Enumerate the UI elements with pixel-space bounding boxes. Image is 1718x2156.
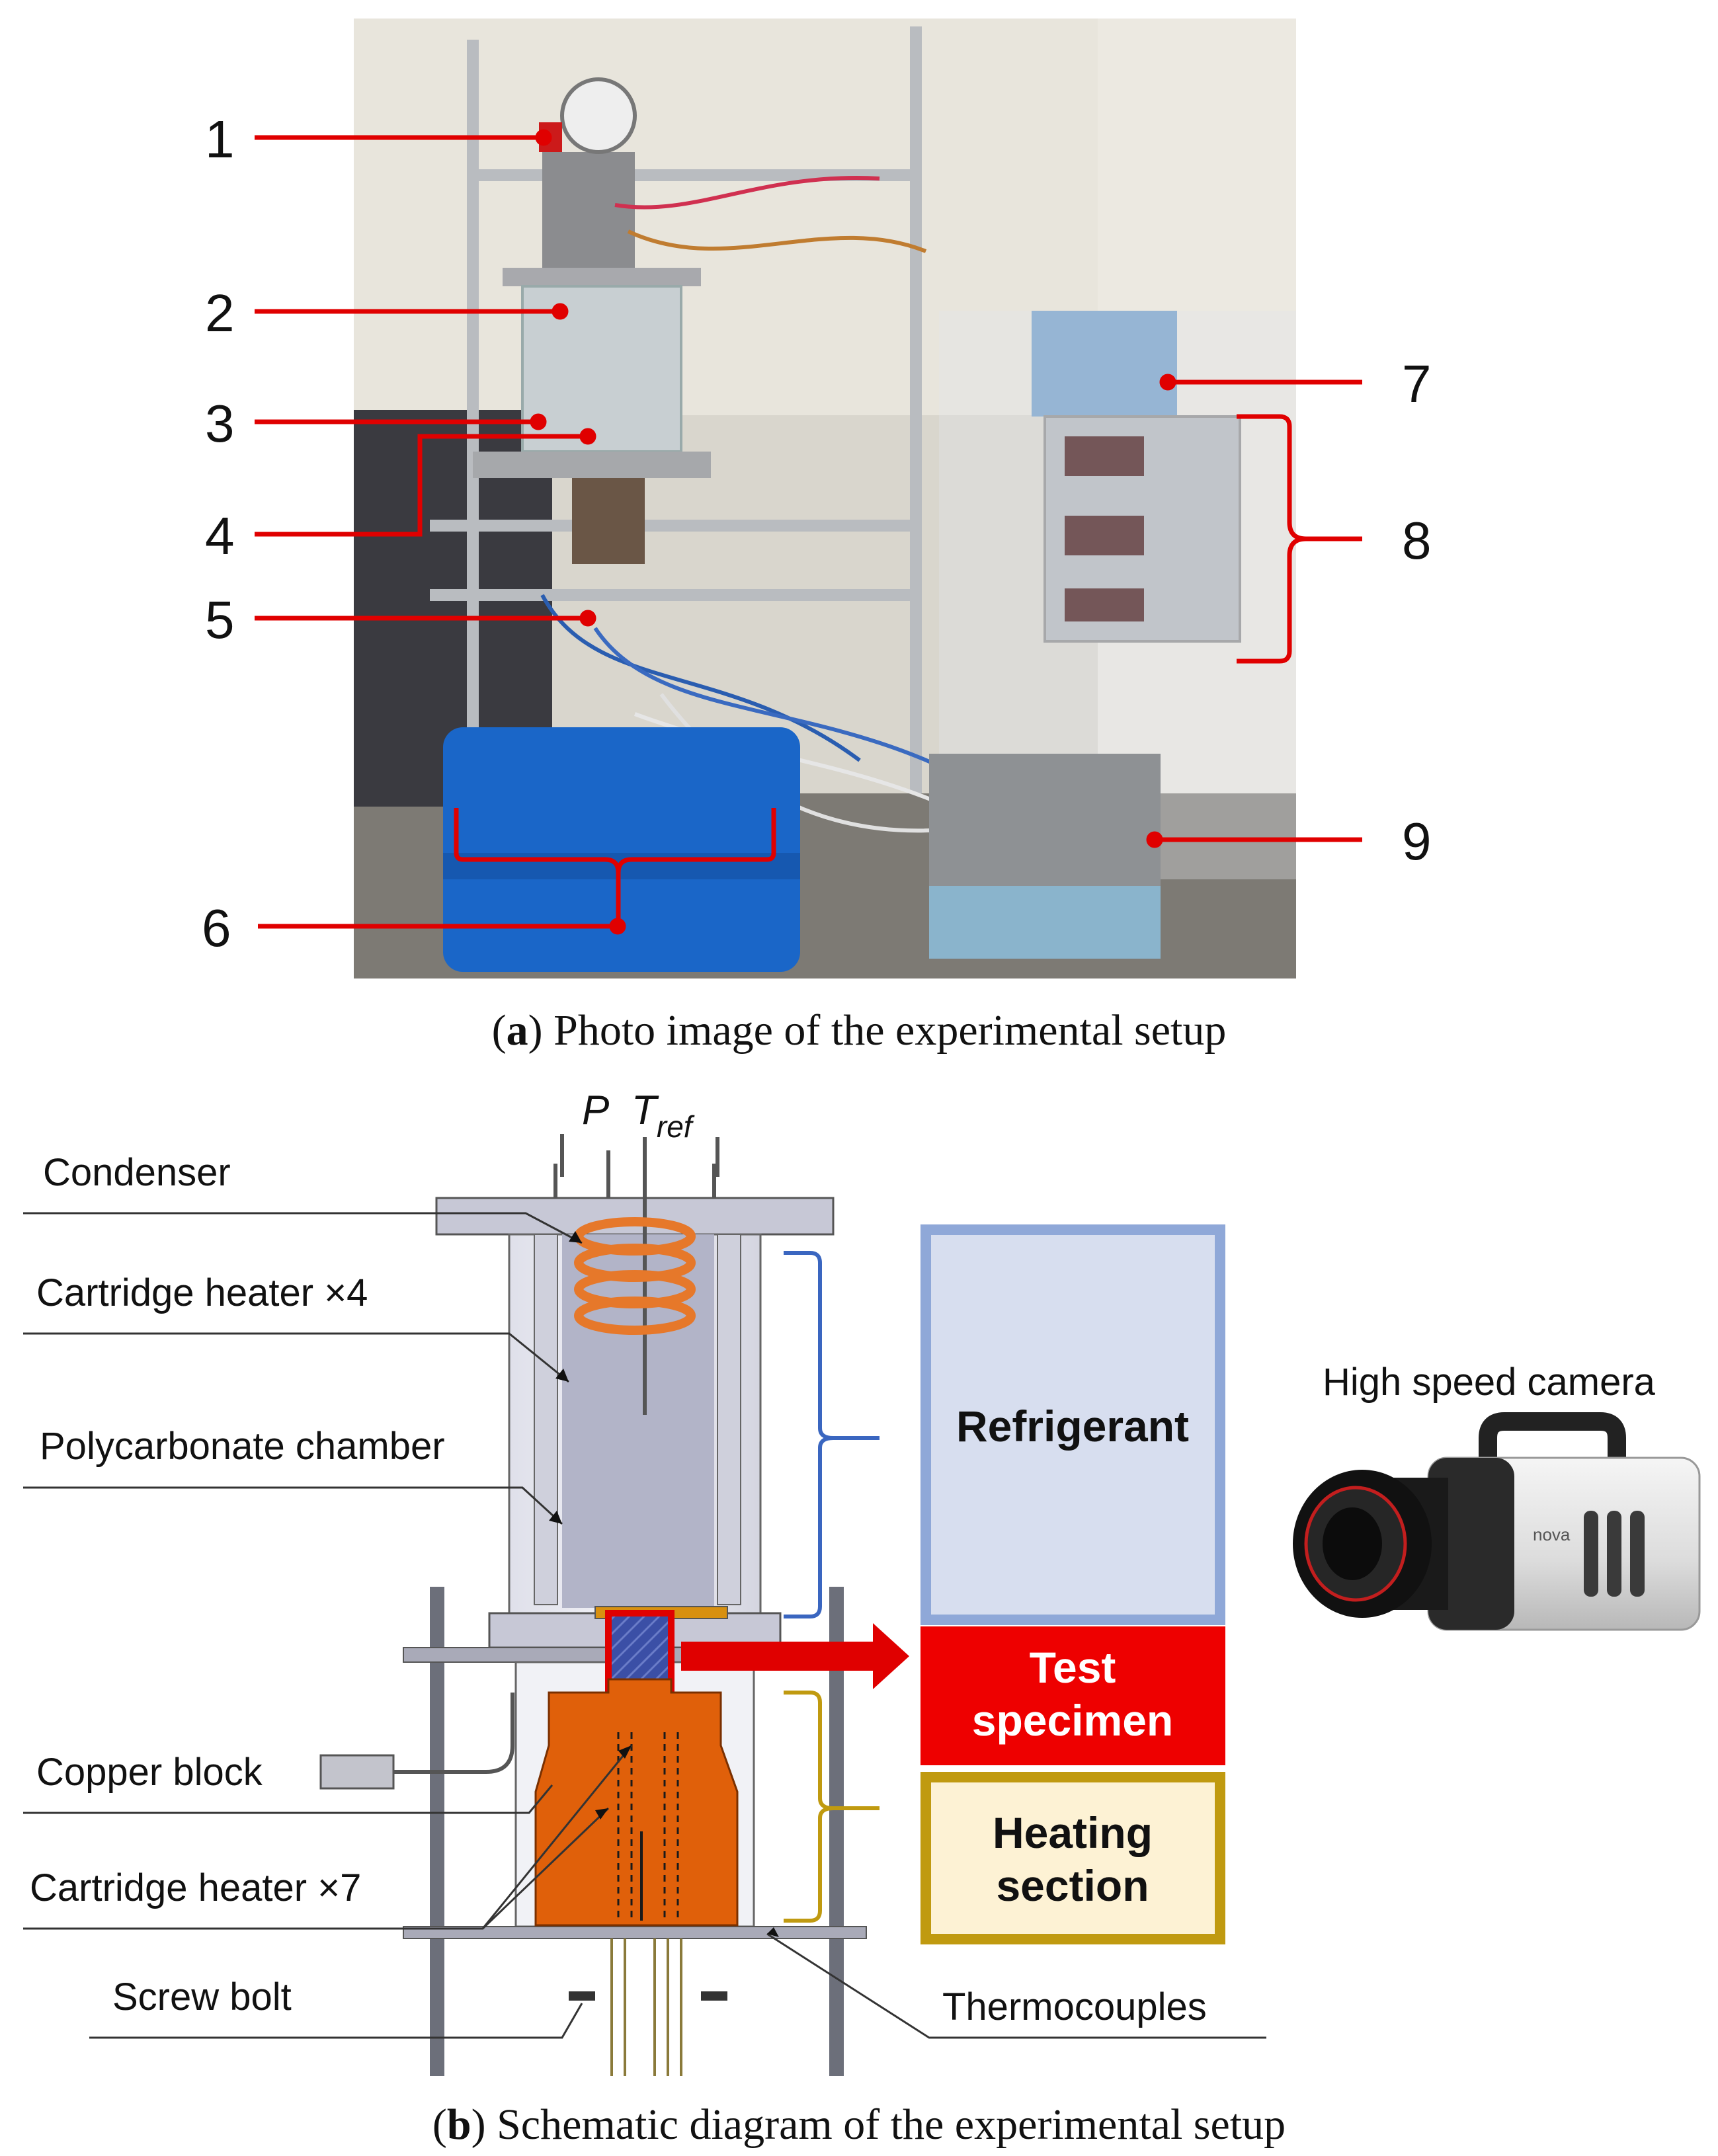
high-speed-camera: High speed camera nova	[1293, 1361, 1701, 1631]
callout-6: 6	[202, 898, 231, 957]
caption-b: (b) Schematic diagram of the experimenta…	[432, 2100, 1286, 2149]
camera-vents	[1584, 1511, 1645, 1597]
cooler-box	[443, 727, 800, 972]
label-cartridge-heater-7: Cartridge heater ×7	[30, 1866, 361, 1909]
callout-8: 8	[1402, 511, 1432, 570]
test-specimen-box	[920, 1626, 1225, 1765]
callout-2: 2	[205, 284, 235, 342]
specimen-arrow	[681, 1623, 909, 1689]
left-arrowheads	[549, 1231, 779, 1937]
callout-leaders	[255, 129, 1362, 935]
test-specimen-label-2: specimen	[972, 1696, 1173, 1745]
pipe-fitting	[319, 1754, 395, 1790]
support-rods	[430, 1587, 844, 2076]
label-condenser: Condenser	[43, 1151, 231, 1194]
heating-section-label-1: Heating	[993, 1808, 1153, 1857]
cartridge-heater-holes	[617, 1732, 679, 1921]
heating-brace	[784, 1691, 879, 1923]
panel-a-photo: 1 2 3 4 5 6 7 8 9 (a) Photo image of the…	[202, 19, 1432, 1055]
label-polycarbonate-chamber: Polycarbonate chamber	[40, 1425, 445, 1468]
heating-section-box	[920, 1772, 1225, 1944]
callout-9: 9	[1402, 812, 1432, 871]
callout-7: 7	[1402, 354, 1432, 413]
callout-1: 1	[205, 110, 235, 169]
condenser-coil	[574, 1217, 696, 1335]
pressure-symbol: P	[582, 1088, 609, 1133]
callout-3: 3	[205, 394, 235, 453]
temperature-symbol: Tref	[632, 1088, 695, 1144]
copper-block-drawing	[534, 1678, 739, 1927]
label-thermocouples: Thermocouples	[942, 1985, 1207, 2028]
label-screw-bolt: Screw bolt	[112, 1976, 292, 2018]
label-cartridge-heater-4: Cartridge heater ×4	[36, 1271, 368, 1314]
refrigerant-brace	[784, 1251, 879, 1618]
caption-a: (a) Photo image of the experimental setu…	[492, 1006, 1227, 1055]
camera-brand: nova	[1533, 1525, 1571, 1544]
refrigerant-box	[920, 1224, 1225, 1625]
refrigerant-label: Refrigerant	[956, 1402, 1189, 1451]
pressure-vessel	[473, 77, 711, 564]
bottom-leads	[610, 1938, 682, 2076]
heating-section-label-2: section	[996, 1861, 1149, 1910]
camera-label: High speed camera	[1323, 1361, 1656, 1404]
label-copper-block: Copper block	[36, 1751, 263, 1794]
panel-b-schematic: P Tref Condenser Cartridge heater ×4 Pol…	[23, 1088, 1701, 2149]
data-logger	[929, 754, 1161, 959]
camera-handle-icon	[1479, 1412, 1626, 1464]
callout-5: 5	[205, 590, 235, 649]
screw-bolts	[569, 1991, 727, 2001]
test-specimen-label-1: Test	[1030, 1643, 1116, 1692]
callout-numbers: 1 2 3 4 5 6 7 8 9	[202, 110, 1432, 957]
left-leaders	[23, 1212, 1266, 2039]
callout-4: 4	[205, 506, 235, 565]
